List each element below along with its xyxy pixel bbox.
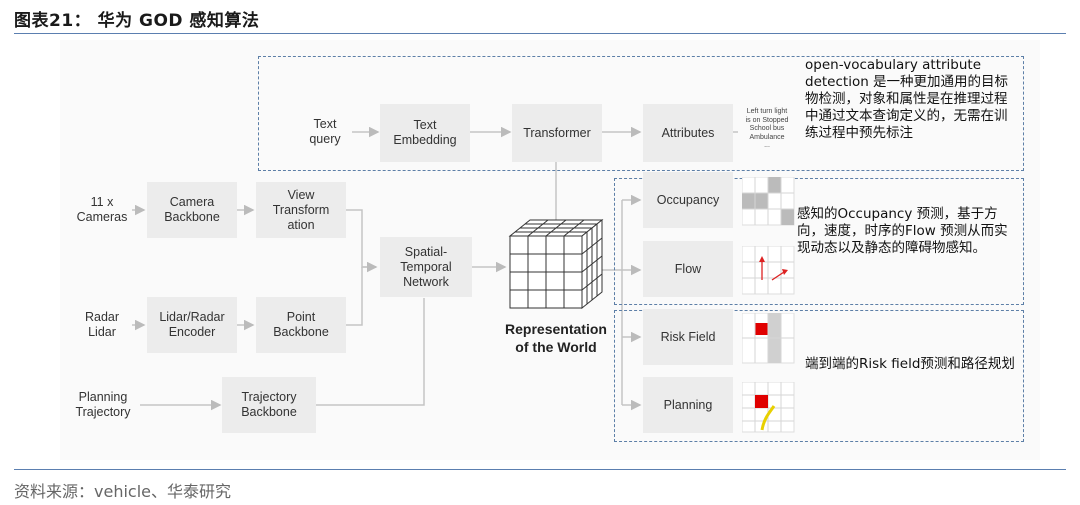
attribute-region (258, 56, 1024, 171)
point-backbone-block: Point Backbone (256, 297, 346, 353)
risk-planning-region (614, 310, 1024, 442)
input-radar-lidar: Radar Lidar (84, 310, 120, 339)
figure-title: 图表21： 华为 GOD 感知算法 (14, 11, 260, 31)
lidar-radar-encoder-block: Lidar/Radar Encoder (147, 297, 237, 353)
risk-field-block: Risk Field (643, 309, 733, 365)
attribute-examples: Left turn light is on Stopped School bus… (745, 108, 789, 149)
risk-field-grid-icon (742, 313, 795, 364)
world-cube-icon (508, 218, 604, 310)
planning-block: Planning (643, 377, 733, 433)
input-text-query: Text query (309, 117, 341, 146)
world-label-text: Representation of the World (505, 321, 607, 355)
view-transformation-block: View Transform ation (256, 182, 346, 238)
occupancy-flow-note: 感知的Occupancy 预测，基于方向，速度，时序的Flow 预测从而实现动态… (797, 206, 1008, 256)
trajectory-backbone-block: Trajectory Backbone (222, 377, 316, 433)
occupancy-grid-icon (742, 177, 795, 226)
bottom-divider (14, 469, 1066, 470)
occupancy-flow-region (614, 178, 1024, 305)
risk-planning-note: 端到端的Risk field预测和路径规划 (805, 356, 1015, 372)
attributes-block: Attributes (643, 104, 733, 162)
top-divider (14, 33, 1066, 34)
input-cameras: 11 x Cameras (76, 195, 128, 224)
spatial-temporal-network-block: Spatial- Temporal Network (380, 237, 472, 297)
flow-grid-icon (742, 246, 795, 295)
input-planning-trajectory: Planning Trajectory (75, 390, 131, 419)
planning-grid-icon (742, 382, 795, 433)
occupancy-block: Occupancy (643, 172, 733, 228)
flow-block: Flow (643, 241, 733, 297)
source-note: 资料来源：vehicle、华泰研究 (14, 482, 231, 501)
camera-backbone-block: Camera Backbone (147, 182, 237, 238)
text-embedding-block: Text Embedding (380, 104, 470, 162)
world-representation-label: Representation of the World (490, 320, 622, 356)
attributes-note: open-vocabulary attribute detection 是一种更… (805, 57, 1009, 141)
transformer-block: Transformer (512, 104, 602, 162)
